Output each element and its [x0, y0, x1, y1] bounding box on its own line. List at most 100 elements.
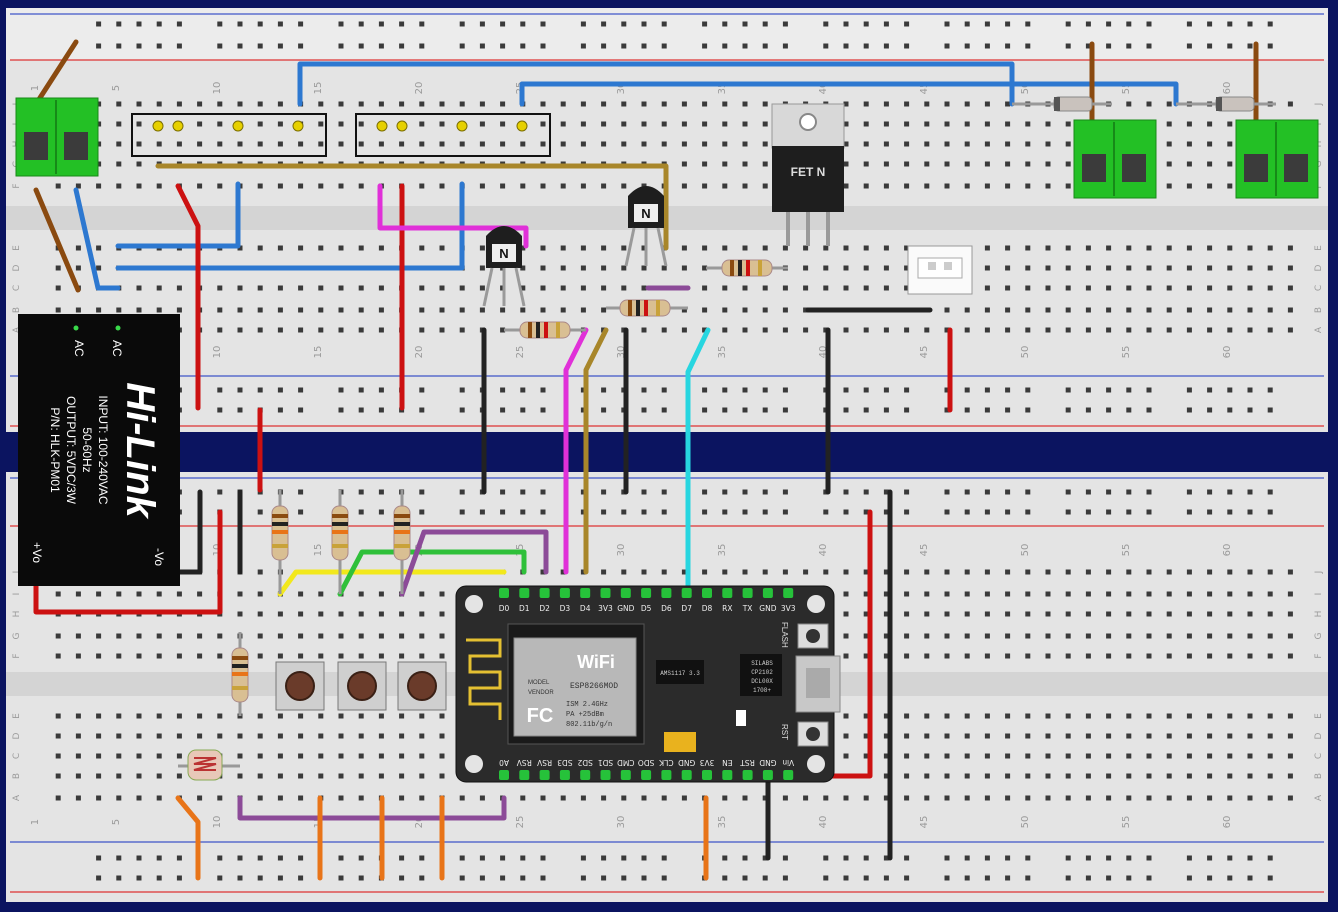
breadboard-hole — [338, 773, 344, 779]
breadboard-hole — [1065, 633, 1071, 639]
rail-hole — [1186, 509, 1192, 515]
breadboard-hole — [520, 285, 526, 291]
header-pin — [559, 770, 570, 780]
rail-hole — [419, 875, 425, 881]
rail-hole — [1227, 489, 1233, 495]
breadboard-hole — [1005, 161, 1011, 167]
column-number: 35 — [717, 82, 728, 95]
pin-label-top: D4 — [580, 604, 591, 613]
breadboard-hole — [1106, 245, 1112, 251]
breadboard-hole — [419, 245, 425, 251]
column-number: 30 — [616, 544, 627, 557]
rail-hole — [661, 407, 667, 413]
breadboard-hole — [823, 265, 829, 271]
capacitor — [664, 732, 696, 752]
breadboard-hole — [540, 141, 546, 147]
breadboard-hole — [217, 795, 223, 801]
breadboard-hole — [964, 753, 970, 759]
rail-hole — [1267, 489, 1273, 495]
breadboard-hole — [1146, 713, 1152, 719]
rail-hole — [762, 43, 768, 49]
breadboard-hole — [318, 773, 324, 779]
transistor-2: N — [624, 186, 668, 267]
breadboard-hole — [1025, 307, 1031, 313]
rail-hole — [722, 509, 728, 515]
breadboard-hole — [378, 285, 384, 291]
breadboard-hole — [338, 183, 344, 189]
breadboard-hole — [520, 307, 526, 313]
breadboard-hole — [1146, 591, 1152, 597]
breadboard-hole — [520, 265, 526, 271]
breadboard-hole — [661, 327, 667, 333]
rail-hole — [843, 855, 849, 861]
column-number: 40 — [818, 82, 829, 95]
red-wire-top-1 — [175, 183, 201, 411]
column-number: 20 — [414, 816, 425, 829]
breadboard-hole — [439, 733, 445, 739]
rail-hole — [580, 855, 586, 861]
breadboard-hole — [702, 307, 708, 313]
breadboard-hole — [156, 101, 162, 107]
breadboard-hole — [1227, 327, 1233, 333]
breadboard-hole — [984, 307, 990, 313]
breadboard-hole — [924, 611, 930, 617]
breadboard-hole — [681, 569, 687, 575]
breadboard-hole — [136, 713, 142, 719]
breadboard-hole — [1166, 285, 1172, 291]
breadboard-hole — [984, 285, 990, 291]
breadboard-hole — [1207, 753, 1213, 759]
breadboard-hole — [479, 795, 485, 801]
breadboard-hole — [439, 327, 445, 333]
gold-wire-cross — [583, 327, 609, 575]
flash-button[interactable] — [797, 623, 829, 649]
breadboard-hole — [621, 245, 627, 251]
breadboard-hole — [358, 307, 364, 313]
breadboard-hole — [459, 795, 465, 801]
push-button-3[interactable] — [397, 661, 447, 711]
push-button-1[interactable] — [275, 661, 325, 711]
breadboard-hole — [944, 307, 950, 313]
breadboard-hole — [439, 773, 445, 779]
column-number: 15 — [313, 346, 324, 359]
rail-hole — [782, 875, 788, 881]
breadboard-hole — [883, 183, 889, 189]
breadboard-hole — [641, 285, 647, 291]
header-pin — [519, 588, 530, 598]
breadboard-hole — [358, 795, 364, 801]
breadboard-hole — [116, 653, 122, 659]
breadboard-hole — [116, 183, 122, 189]
rail-hole — [520, 21, 526, 27]
rail-hole — [479, 21, 485, 27]
breadboard-hole — [1025, 733, 1031, 739]
rail-hole — [459, 509, 465, 515]
column-number: 40 — [818, 346, 829, 359]
rail-hole — [863, 387, 869, 393]
breadboard-hole — [156, 591, 162, 597]
rail-hole — [722, 43, 728, 49]
breadboard-hole — [96, 265, 102, 271]
breadboard-hole — [176, 753, 182, 759]
breadboard-hole — [1166, 121, 1172, 127]
breadboard-hole — [318, 245, 324, 251]
breadboard-hole — [439, 285, 445, 291]
push-button-2[interactable] — [337, 661, 387, 711]
breadboard-hole — [75, 713, 81, 719]
breadboard-hole — [843, 327, 849, 333]
rail-hole — [702, 387, 708, 393]
breadboard-hole — [96, 307, 102, 313]
breadboard-hole — [1287, 713, 1293, 719]
breadboard-hole — [904, 161, 910, 167]
rail-hole — [1186, 875, 1192, 881]
breadboard-hole — [621, 101, 627, 107]
breadboard-hole — [75, 653, 81, 659]
rail-hole — [641, 489, 647, 495]
rail-hole — [722, 21, 728, 27]
breadboard-hole — [1146, 753, 1152, 759]
breadboard-hole — [75, 773, 81, 779]
rail-hole — [883, 21, 889, 27]
breadboard-hole — [984, 795, 990, 801]
breadboard-hole — [621, 141, 627, 147]
breadboard-hole — [277, 285, 283, 291]
breadboard-hole — [277, 795, 283, 801]
breadboard-hole — [176, 285, 182, 291]
